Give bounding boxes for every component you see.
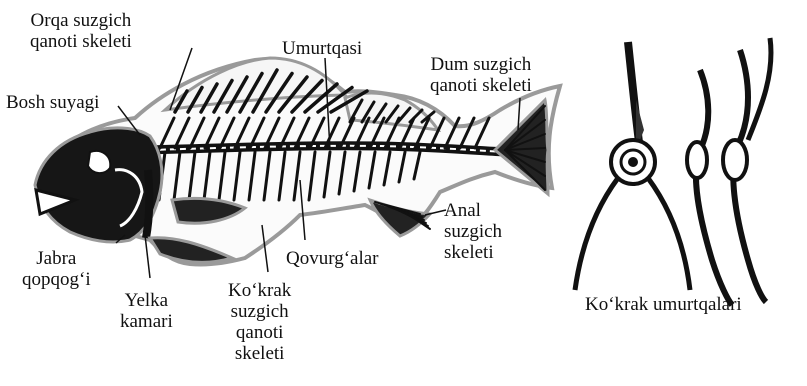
thoracic-vertebrae-drawing [575, 38, 771, 305]
label-tail-fin-line1: Dum suzgich [430, 54, 532, 75]
label-dorsal-fin-skeleton: Orqa suzgich qanoti skeleti [30, 10, 132, 52]
label-skull: Bosh suyagi [6, 92, 99, 113]
label-ribs: Qovurg‘alar [286, 248, 379, 269]
label-tail-fin-skeleton: Dum suzgich qanoti skeleti [430, 54, 532, 96]
side-centrum-2 [723, 140, 747, 180]
label-dorsal-fin-line2: qanoti skeleti [30, 31, 132, 52]
shoulder-girdle-bone [146, 170, 149, 238]
label-thoracic-vertebrae: Ko‘krak umurtqalari [585, 294, 742, 315]
orbit [88, 151, 110, 173]
label-pectoral-fin-skeleton: Ko‘krak suzgich qanoti skeleti [228, 280, 291, 364]
side-centrum-1 [687, 142, 707, 178]
left-rib [575, 178, 618, 290]
label-dorsal-fin-line1: Orqa suzgich [30, 10, 132, 31]
label-gill-cover: Jabra qopqog‘i [22, 248, 91, 290]
vertebra-centrum-core [628, 157, 638, 167]
skull [35, 128, 162, 242]
side-vertebra-front [696, 70, 732, 305]
label-anal-fin-skeleton: Anal suzgich skeleti [444, 200, 502, 263]
label-spine: Umurtqasi [282, 38, 362, 59]
right-rib [648, 178, 690, 290]
label-shoulder-girdle: Yelka kamari [120, 290, 173, 332]
side-vertebra-spine [748, 38, 771, 140]
label-tail-fin-line2: qanoti skeleti [430, 75, 532, 96]
